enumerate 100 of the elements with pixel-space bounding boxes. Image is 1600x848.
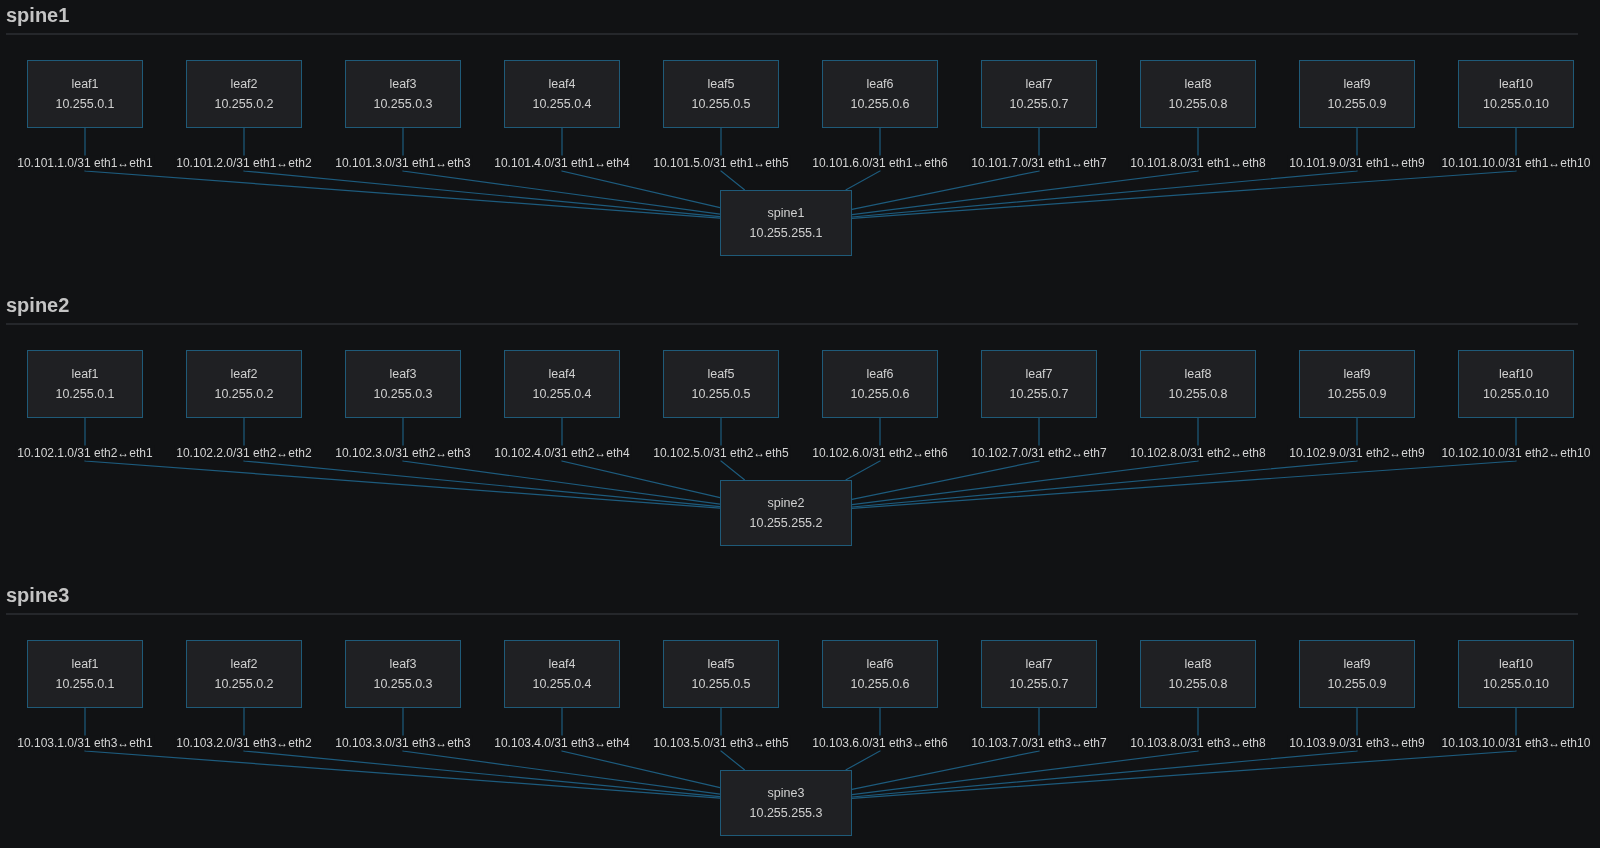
device-name: leaf5: [707, 76, 735, 93]
ip-address: 10.255.0.2: [214, 386, 274, 403]
device-name: leaf6: [866, 656, 894, 673]
link-line: [851, 127, 1358, 218]
leaf-switch-box: [186, 640, 302, 708]
device-name: leaf9: [1343, 656, 1371, 673]
section-heading: spine3: [6, 584, 70, 607]
edge-label: 10.101.3.0/31 eth1↔eth3: [333, 155, 473, 171]
ip-address: 10.255.0.6: [850, 386, 910, 403]
link-line: [851, 417, 1358, 508]
leaf-switch-box: [822, 350, 938, 418]
leaf-switch-box: [504, 60, 620, 128]
link-line: [243, 417, 721, 508]
edge-label: 10.103.9.0/31 eth3↔eth9: [1287, 735, 1427, 751]
spine-switch-box: [720, 480, 852, 546]
link-line: [402, 707, 721, 795]
edge-label: 10.101.1.0/31 eth1↔eth1: [15, 155, 155, 171]
edge-label: 10.103.1.0/31 eth3↔eth1: [15, 735, 155, 751]
ip-address: 10.255.0.9: [1327, 676, 1387, 693]
ip-address: 10.255.0.9: [1327, 386, 1387, 403]
link-line: [402, 417, 721, 505]
link-line: [561, 417, 721, 499]
device-name: leaf7: [1025, 366, 1053, 383]
edge-label: 10.103.4.0/31 eth3↔eth4: [492, 735, 632, 751]
device-name: leaf5: [707, 366, 735, 383]
link-line: [402, 127, 721, 215]
leaf-switch-box: [27, 60, 143, 128]
ip-address: 10.255.255.3: [749, 805, 823, 822]
edge-label: 10.102.2.0/31 eth2↔eth2: [174, 445, 314, 461]
ip-address: 10.255.0.3: [373, 676, 433, 693]
section-heading: spine1: [6, 4, 70, 27]
ip-address: 10.255.0.3: [373, 96, 433, 113]
link-line: [84, 417, 721, 509]
edge-label: 10.102.3.0/31 eth2↔eth3: [333, 445, 473, 461]
leaf-switch-box: [822, 640, 938, 708]
edge-label: 10.102.8.0/31 eth2↔eth8: [1128, 445, 1268, 461]
leaf-switch-box: [1140, 60, 1256, 128]
ip-address: 10.255.0.2: [214, 96, 274, 113]
link-line: [851, 127, 1199, 216]
device-name: leaf3: [389, 656, 417, 673]
device-name: leaf8: [1184, 656, 1212, 673]
ip-address: 10.255.0.1: [55, 96, 115, 113]
edge-label: 10.101.5.0/31 eth1↔eth5: [651, 155, 791, 171]
edge-label: 10.102.6.0/31 eth2↔eth6: [810, 445, 950, 461]
device-name: spine2: [767, 495, 805, 512]
ip-address: 10.255.0.7: [1009, 676, 1069, 693]
ip-address: 10.255.0.4: [532, 96, 592, 113]
link-line: [84, 127, 721, 219]
ip-address: 10.255.0.3: [373, 386, 433, 403]
device-name: leaf4: [548, 76, 576, 93]
leaf-switch-box: [1299, 640, 1415, 708]
edge-label: 10.102.7.0/31 eth2↔eth7: [969, 445, 1109, 461]
ip-address: 10.255.0.1: [55, 676, 115, 693]
edge-label: 10.103.10.0/31 eth3↔eth10: [1439, 735, 1593, 751]
leaf-switch-box: [186, 350, 302, 418]
device-name: leaf3: [389, 366, 417, 383]
device-name: leaf9: [1343, 76, 1371, 93]
leaf-switch-box: [1140, 640, 1256, 708]
ip-address: 10.255.0.10: [1482, 96, 1549, 113]
edge-label: 10.101.2.0/31 eth1↔eth2: [174, 155, 314, 171]
ip-address: 10.255.255.2: [749, 515, 823, 532]
ip-address: 10.255.0.5: [691, 96, 751, 113]
ip-address: 10.255.0.5: [691, 676, 751, 693]
ip-address: 10.255.0.9: [1327, 96, 1387, 113]
edge-label: 10.102.10.0/31 eth2↔eth10: [1439, 445, 1593, 461]
leaf-switch-box: [27, 350, 143, 418]
leaf-switch-box: [345, 60, 461, 128]
edge-label: 10.101.9.0/31 eth1↔eth9: [1287, 155, 1427, 171]
leaf-switch-box: [981, 60, 1097, 128]
device-name: leaf1: [71, 656, 99, 673]
edge-label: 10.102.4.0/31 eth2↔eth4: [492, 445, 632, 461]
device-name: leaf8: [1184, 366, 1212, 383]
device-name: leaf10: [1498, 366, 1534, 383]
link-line: [851, 707, 1517, 799]
edge-label: 10.103.5.0/31 eth3↔eth5: [651, 735, 791, 751]
device-name: spine1: [767, 205, 805, 222]
link-line: [243, 707, 721, 798]
device-name: leaf2: [230, 76, 258, 93]
device-name: leaf6: [866, 366, 894, 383]
device-name: leaf9: [1343, 366, 1371, 383]
link-line: [851, 417, 1040, 501]
link-line: [851, 707, 1358, 798]
edge-label: 10.103.3.0/31 eth3↔eth3: [333, 735, 473, 751]
leaf-switch-box: [1458, 640, 1574, 708]
ip-address: 10.255.0.8: [1168, 96, 1228, 113]
ip-address: 10.255.0.4: [532, 676, 592, 693]
device-name: leaf4: [548, 366, 576, 383]
leaf-switch-box: [822, 60, 938, 128]
ip-address: 10.255.0.1: [55, 386, 115, 403]
ip-address: 10.255.0.8: [1168, 676, 1228, 693]
device-name: leaf6: [866, 76, 894, 93]
spine-switch-box: [720, 770, 852, 836]
leaf-switch-box: [504, 350, 620, 418]
leaf-switch-box: [1299, 60, 1415, 128]
leaf-switch-box: [345, 350, 461, 418]
section-heading: spine2: [6, 294, 70, 317]
leaf-switch-box: [1458, 60, 1574, 128]
device-name: leaf7: [1025, 76, 1053, 93]
ip-address: 10.255.0.10: [1482, 676, 1549, 693]
ip-address: 10.255.0.6: [850, 676, 910, 693]
